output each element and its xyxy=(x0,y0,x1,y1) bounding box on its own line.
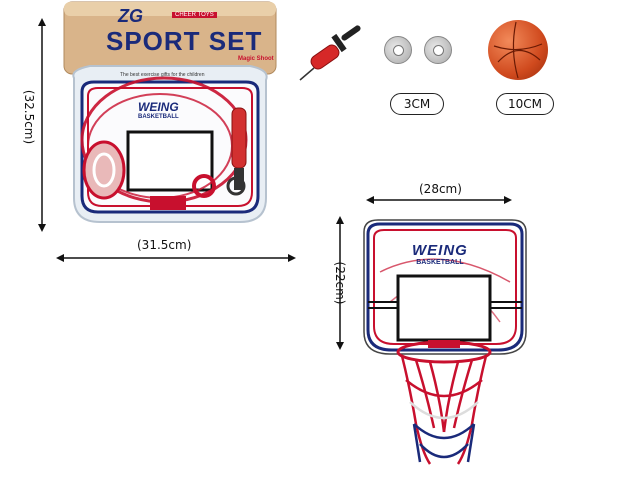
backboard-illustration xyxy=(363,219,527,465)
package-title: SPORT SET xyxy=(106,26,263,56)
package-brand-sub: CHEER TOYS xyxy=(172,12,217,18)
package-illustration xyxy=(63,1,277,223)
ball-size-label: 10CM xyxy=(496,93,554,115)
package-logo: WEING BASKETBALL xyxy=(138,100,179,120)
package-width-arrow xyxy=(56,254,296,262)
board-width-label: (28cm) xyxy=(416,182,465,196)
package-height-label: (32.5cm) xyxy=(22,89,36,145)
package-height-arrow xyxy=(38,18,46,232)
magnet-size-label: 3CM xyxy=(390,93,444,115)
board-logo: WEING BASKETBALL xyxy=(412,242,468,266)
board-height-arrow xyxy=(336,216,344,350)
magnet-icon-2 xyxy=(424,36,452,64)
ball-icon xyxy=(488,20,548,80)
package-tagline: The best exercise gifts for the children xyxy=(120,72,205,78)
backboard: WEING BASKETBALL xyxy=(350,212,540,474)
package-logo-text: WEING xyxy=(138,100,179,114)
board-logo-sub: BASKETBALL xyxy=(416,259,464,266)
package-brand: ZG xyxy=(118,6,143,26)
board-width-arrow xyxy=(366,196,512,204)
board-logo-text: WEING xyxy=(412,242,468,259)
package-side-text: Magic Shoot xyxy=(238,56,274,62)
pump-icon xyxy=(299,25,361,81)
magnet-icon xyxy=(384,36,412,64)
package-product: ZG CHEER TOYS SPORT SET Magic Shoot The … xyxy=(60,0,280,232)
package-logo-sub: BASKETBALL xyxy=(138,114,179,120)
package-width-label: (31.5cm) xyxy=(134,238,195,252)
board-height-label: (22cm) xyxy=(333,261,347,305)
